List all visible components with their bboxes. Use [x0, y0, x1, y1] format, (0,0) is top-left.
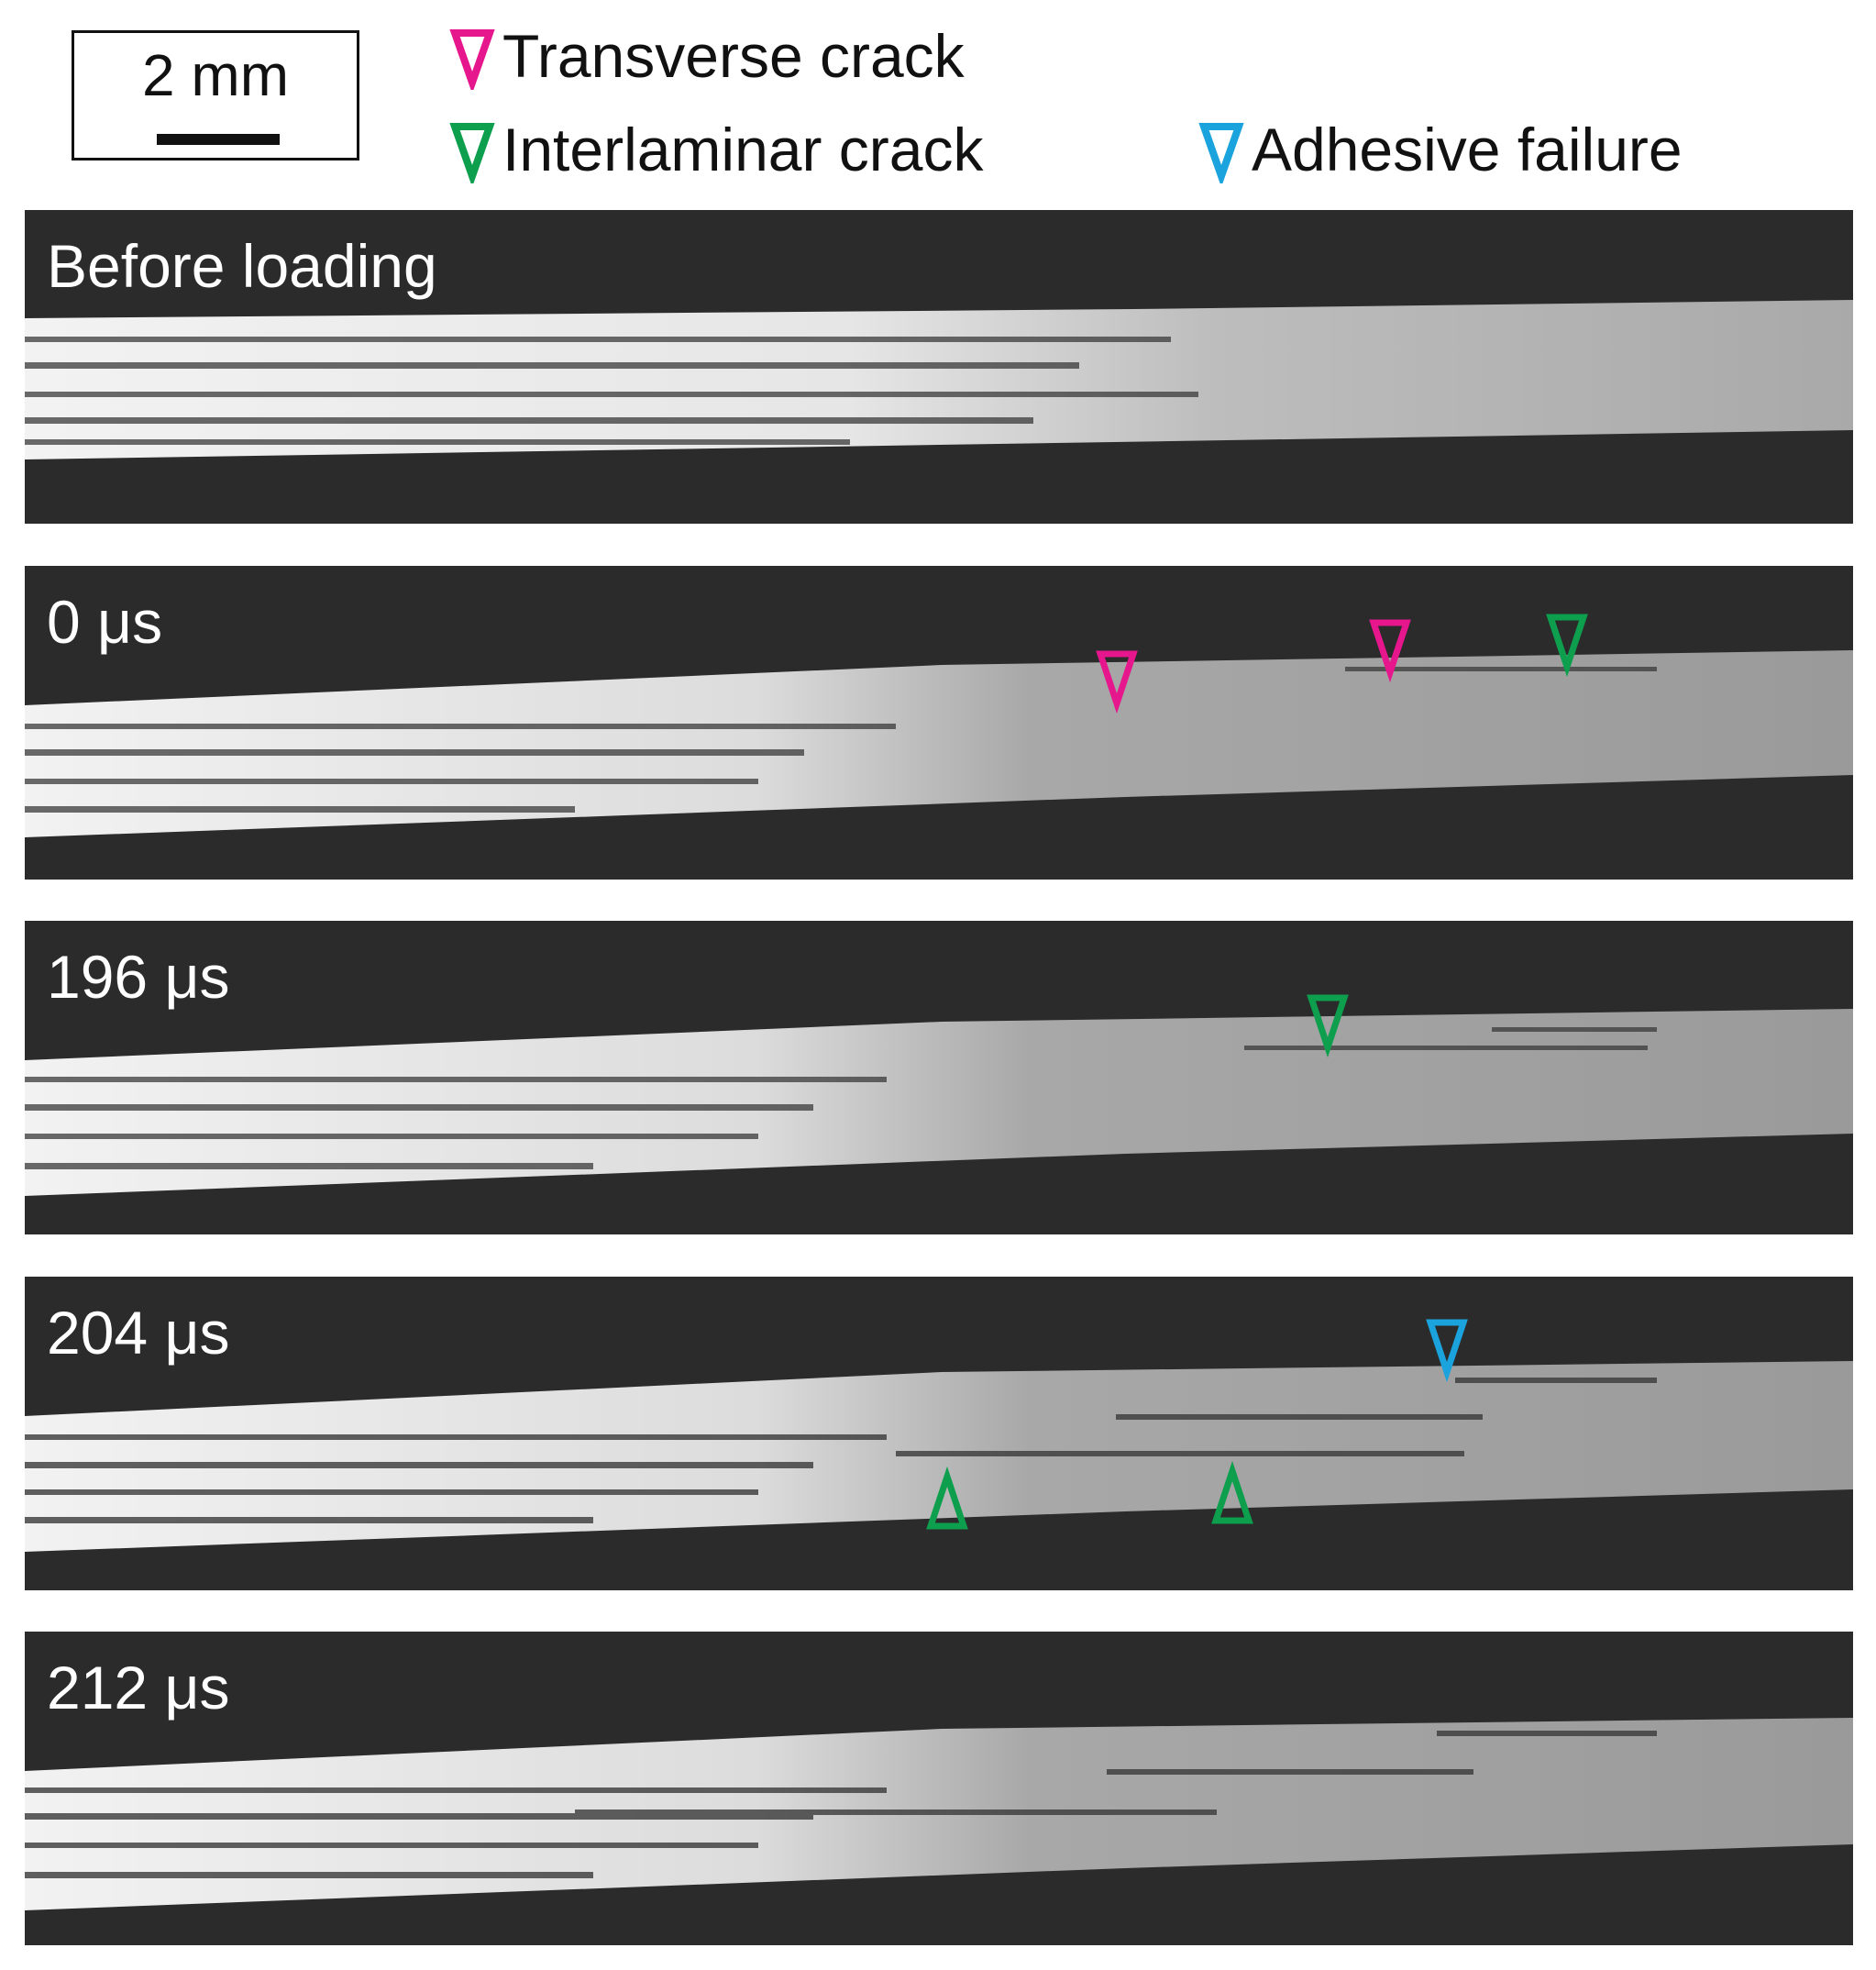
interlaminar-crack-marker	[1211, 1460, 1253, 1524]
specimen-image	[25, 1718, 1853, 1910]
magenta-down-triangle-icon	[449, 29, 495, 90]
panel-204-us: 204 μs	[25, 1277, 1853, 1590]
specimen-image	[25, 650, 1853, 837]
panel-label: 212 μs	[47, 1654, 230, 1721]
panel-before-loading: Before loading	[25, 210, 1853, 524]
transverse-crack-marker	[1096, 650, 1138, 714]
interlaminar-crack-marker	[926, 1466, 968, 1530]
crack-markers	[926, 1319, 1468, 1530]
interlaminar-crack-marker	[1307, 994, 1349, 1058]
crack-markers	[1096, 614, 1588, 714]
panel-label: 0 μs	[47, 588, 163, 656]
panel-label: 204 μs	[47, 1299, 230, 1367]
crack-markers	[1307, 994, 1349, 1058]
specimen-image	[25, 1361, 1853, 1552]
panel-212-us: 212 μs	[25, 1632, 1853, 1945]
specimen-image	[25, 1009, 1853, 1196]
adhesive-failure-marker	[1426, 1319, 1468, 1383]
interlaminar-crack-marker	[1546, 614, 1588, 678]
scale-bar-label: 2 mm	[142, 42, 289, 108]
scale-bar: 2 mm	[72, 30, 359, 160]
panel-0-us: 0 μs	[25, 566, 1853, 880]
transverse-crack-marker	[1369, 619, 1411, 683]
panel-label: 196 μs	[47, 943, 230, 1011]
legend-label: Adhesive failure	[1252, 116, 1683, 183]
panel-196-us: 196 μs	[25, 921, 1853, 1234]
panel-label: Before loading	[47, 232, 437, 300]
scale-bar-line	[157, 134, 280, 145]
legend-label: Interlaminar crack	[502, 116, 984, 183]
legend-label: Transverse crack	[502, 22, 965, 90]
specimen-image	[25, 300, 1853, 459]
green-down-triangle-icon	[449, 123, 495, 183]
blue-down-triangle-icon	[1198, 123, 1244, 183]
